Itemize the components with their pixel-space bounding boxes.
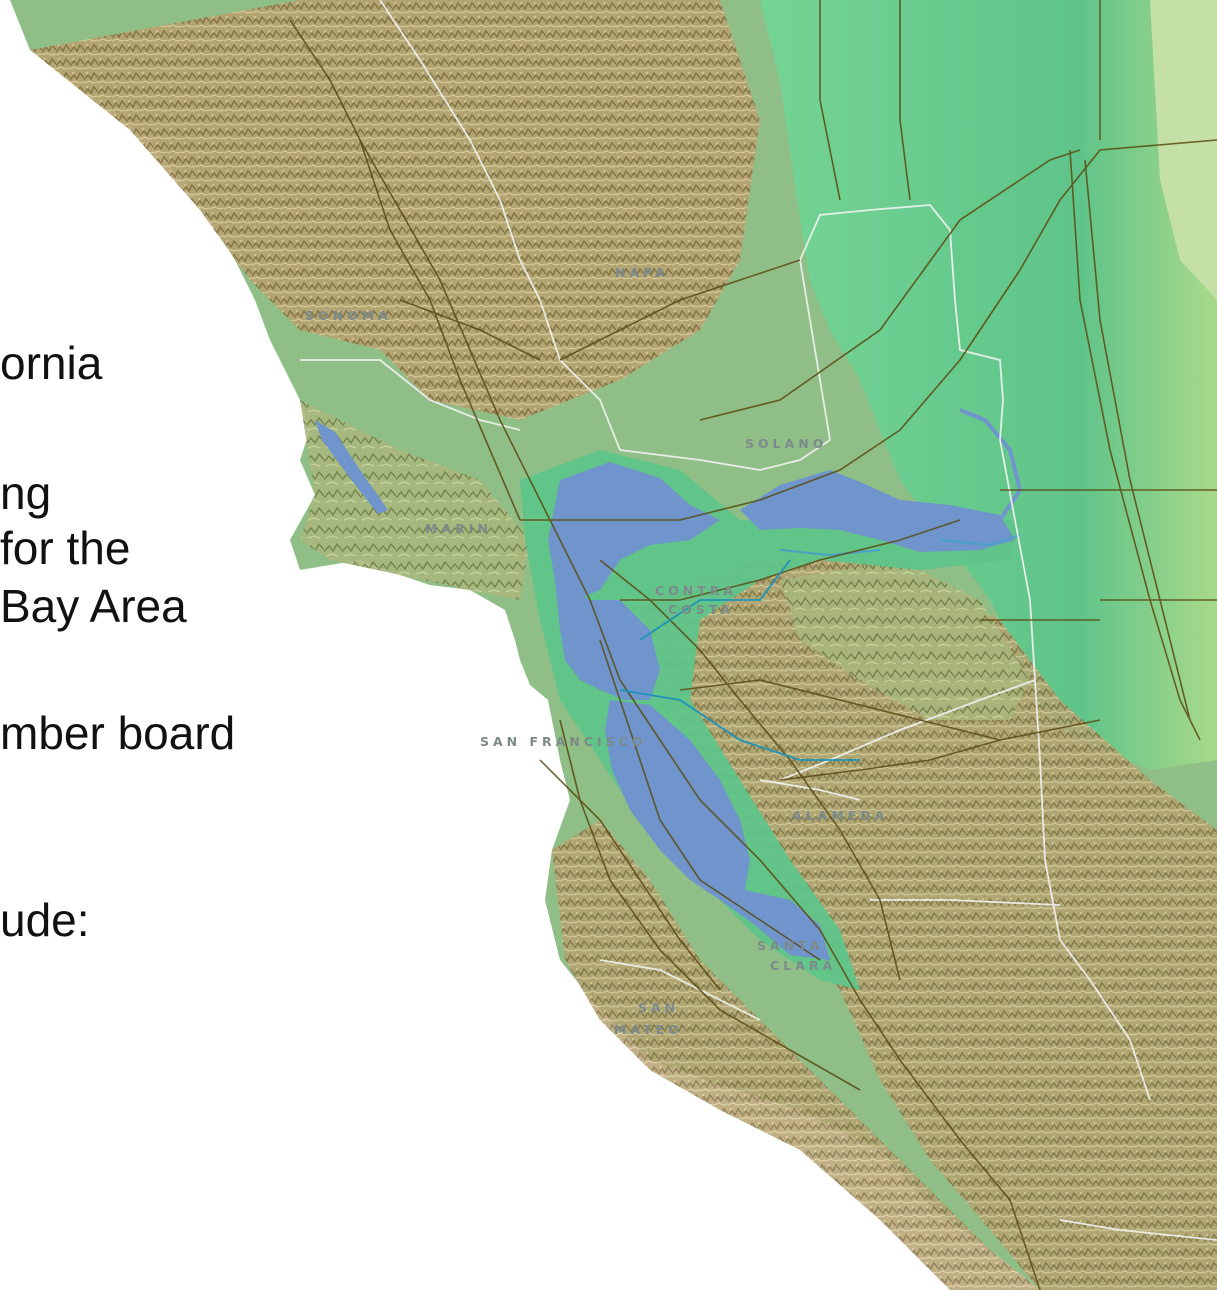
mt-diablo-range [780,560,1030,720]
delta-channels [779,534,1021,557]
bay-bridges [619,559,860,761]
suisun-bay [740,470,1015,552]
label-contra-costa-1: CONTRA [655,583,737,598]
road-network [289,0,1217,1290]
label-napa: NAPA [615,265,669,280]
label-san-mateo-1: SAN [638,1000,679,1015]
label-solano: SOLANO [745,436,827,451]
label-alameda: ALAMEDA [792,808,888,823]
san-pablo-bay [548,462,720,600]
label-sonoma: SONOMA [305,308,392,323]
label-santa-clara-2: CLARA [770,958,836,973]
central-valley [760,0,1217,770]
delta-river [959,408,1023,522]
east-bay-hills [640,560,1217,1290]
county-boundaries [300,0,1217,1241]
central-bay [555,580,660,700]
north-coast-ranges [30,0,760,420]
bay-lowlands [520,450,1020,990]
label-contra-costa-2: COSTA [668,602,734,617]
south-bay [605,700,830,960]
county-labels: SONOMA NAPA SOLANO MARIN CONTRA COSTA SA… [305,265,888,1037]
peninsula-hills [552,820,1040,1290]
marin-hills [300,400,530,600]
tomales-bay [315,420,388,514]
sierra-foothills [1150,0,1217,300]
label-santa-clara-1: SANTA [757,938,823,953]
label-san-mateo-2: MATEO [614,1022,683,1037]
label-san-francisco: SAN FRANCISCO [480,734,646,749]
label-marin: MARIN [425,521,492,536]
